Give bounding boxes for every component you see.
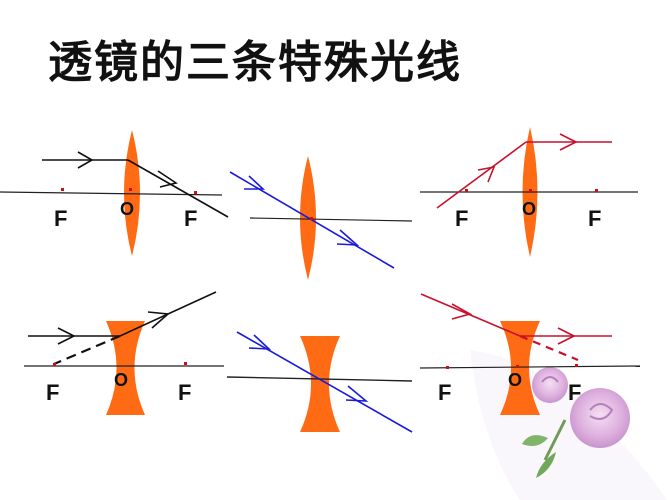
center-label: O (508, 370, 522, 390)
rose-decoration (470, 350, 667, 500)
principal-axis-2 (249, 217, 413, 222)
focus-points (53, 188, 598, 369)
center-label: O (120, 199, 134, 219)
ray-parallel-concave (28, 291, 217, 366)
focus-label: F (178, 380, 191, 405)
concave-lens-3 (500, 321, 540, 415)
concave-lens-2 (300, 336, 340, 432)
principal-axis-6 (419, 365, 641, 369)
focus-label: F (438, 380, 451, 405)
ray-parallel-convex (42, 151, 229, 218)
ray-focus-convex (436, 133, 612, 209)
focus-label: F (455, 206, 468, 231)
ray-center-concave (236, 331, 413, 433)
convex-lens-1 (124, 130, 140, 256)
principal-axis-1 (0, 191, 223, 196)
focus-label: F (184, 206, 197, 231)
page-title: 透镜的三条特殊光线 (48, 37, 462, 88)
focus-label: F (588, 206, 601, 231)
focus-label: F (568, 380, 581, 405)
focus-label: F (54, 206, 67, 231)
concave-lens-1 (106, 321, 145, 415)
center-label: O (522, 199, 536, 219)
focus-label: F (46, 380, 59, 405)
center-label: O (114, 370, 128, 390)
ray-focus-concave (420, 293, 612, 362)
diagram-labels: F O F F O F F O F F O F (46, 199, 601, 405)
